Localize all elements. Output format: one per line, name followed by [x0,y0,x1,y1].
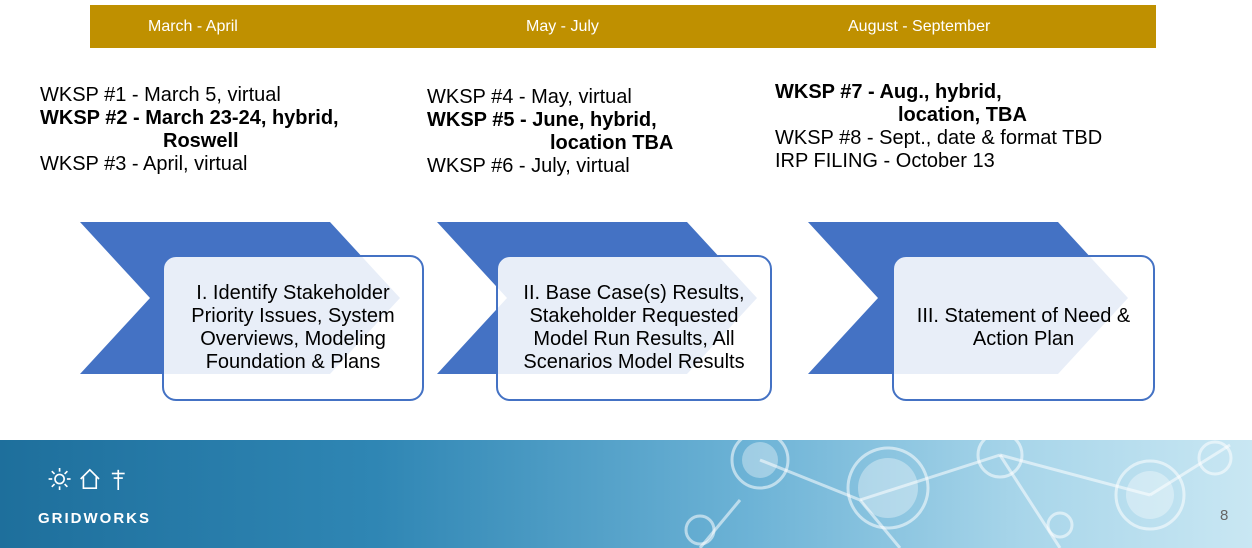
workshop-5-location: location TBA [550,132,674,154]
workshop-7-location: location, TBA [898,104,1027,126]
workshop-7: WKSP #7 - Aug., hybrid, [775,81,1002,103]
power-pole-icon [111,469,125,490]
stage-1-box: I. Identify Stakeholder Priority Issues,… [162,255,424,401]
network-graphic [684,440,1233,548]
stage-3-box: III. Statement of Need & Action Plan [892,255,1155,401]
period-label-march-april: March - April [148,18,238,35]
stage-2-box: II. Base Case(s) Results, Stakeholder Re… [496,255,772,401]
irp-filing: IRP FILING - October 13 [775,150,995,172]
workshop-2: WKSP #2 - March 23-24, hybrid, [40,107,339,129]
house-icon [80,468,100,489]
stage-2-label: II. Base Case(s) Results, Stakeholder Re… [523,282,745,373]
stage-1-label: I. Identify Stakeholder Priority Issues,… [191,282,395,373]
workshop-list-col1: WKSP #1 - March 5, virtual WKSP #2 - Mar… [40,84,339,176]
workshop-4: WKSP #4 - May, virtual [427,86,632,108]
workshop-list-col2: WKSP #4 - May, virtual WKSP #5 - June, h… [427,86,673,178]
sun-icon [48,468,71,490]
timeline-header-bar: March - April May - July August - Septem… [90,5,1156,48]
workshop-1: WKSP #1 - March 5, virtual [40,84,281,106]
workshop-6: WKSP #6 - July, virtual [427,155,630,177]
page-number: 8 [1220,507,1229,524]
gridworks-logo-text: GRIDWORKS [38,510,151,527]
gridworks-logo-icons [48,468,125,490]
workshop-3: WKSP #3 - April, virtual [40,153,248,175]
workshop-2-location: Roswell [163,130,239,152]
workshop-5: WKSP #5 - June, hybrid, [427,109,657,131]
period-label-august-september: August - September [848,18,991,35]
workshop-8: WKSP #8 - Sept., date & format TBD [775,127,1103,149]
period-label-may-july: May - July [526,18,599,35]
workshop-list-col3: WKSP #7 - Aug., hybrid, location, TBA WK… [775,81,1102,173]
stage-3-label: III. Statement of Need & Action Plan [916,305,1131,350]
footer-banner [0,440,1252,548]
